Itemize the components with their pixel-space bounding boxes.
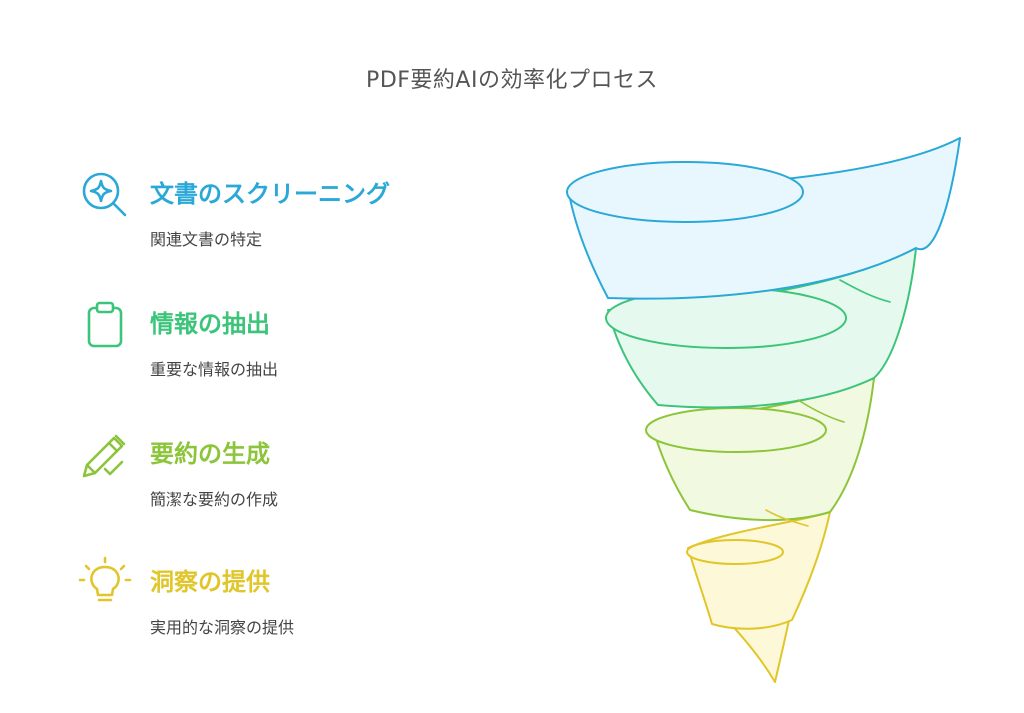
diagram-title: PDF要約AIの効率化プロセス: [366, 68, 658, 93]
step-document-screening: 文書のスクリーニング 関連文書の特定: [78, 168, 498, 268]
step-description: 実用的な洞察の提供: [150, 618, 295, 637]
lightbulb-icon: [78, 556, 132, 610]
step-title: 文書のスクリーニング: [150, 180, 390, 208]
funnel-rim-blue: [566, 161, 804, 223]
step-title: 情報の抽出: [150, 310, 270, 338]
step-insight-provision: 洞察の提供 実用的な洞察の提供: [78, 556, 498, 656]
funnel-rim-yellow: [686, 539, 784, 565]
pencil-check-icon: [78, 428, 132, 482]
spiral-funnel: [540, 120, 1000, 700]
clipboard-icon: [78, 298, 132, 352]
step-title: 要約の生成: [150, 440, 270, 468]
funnel-rim-lime: [645, 407, 827, 453]
magnifier-sparkle-icon: [78, 168, 132, 222]
step-information-extraction: 情報の抽出 重要な情報の抽出: [78, 298, 498, 398]
funnel-band-yellow: [687, 511, 831, 630]
step-description: 重要な情報の抽出: [150, 360, 279, 379]
step-description: 関連文書の特定: [150, 230, 263, 249]
step-title: 洞察の提供: [150, 568, 270, 596]
step-description: 簡潔な要約の作成: [150, 490, 279, 509]
step-summary-generation: 要約の生成 簡潔な要約の作成: [78, 428, 498, 528]
